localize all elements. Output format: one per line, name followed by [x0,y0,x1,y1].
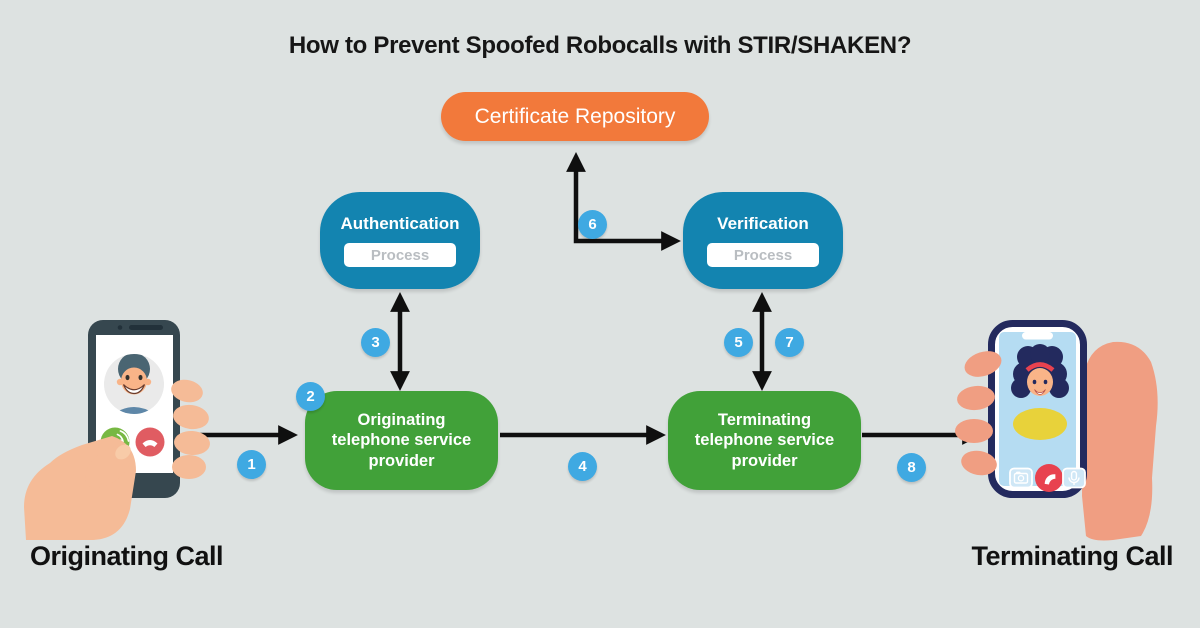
step-badge-5: 5 [724,328,753,357]
notch [1022,332,1053,340]
page-title: How to Prevent Spoofed Robocalls with ST… [288,32,912,59]
verification-node: Verification Process [683,192,843,289]
finger [957,385,995,411]
callee-avatar [1011,344,1069,440]
finger [961,450,997,476]
terminating-hand [955,320,1158,541]
certificate-repository-label: Certificate Repository [474,104,676,128]
speaker-icon [129,325,163,330]
authentication-title: Authentication [340,214,460,233]
camera-icon [1009,467,1033,489]
step-badge-8: 8 [897,453,926,482]
step-badge-1: 1 [237,450,266,479]
certificate-repository-node: Certificate Repository [441,92,709,141]
microphone-icon [1062,467,1086,489]
terminating-call-label: Terminating Call [971,541,1173,571]
verification-process-field: Process [707,243,819,267]
step-badge-6: 6 [578,210,607,239]
finger [173,404,209,430]
step-badge-7: 7 [775,328,804,357]
finger [955,419,993,443]
finger [964,351,1002,377]
originating-provider-label: Originating telephone service provider [331,411,472,470]
authentication-process-field: Process [344,243,456,267]
originating-hand [24,379,210,540]
hang-up-icon [1035,464,1063,492]
finger [171,379,203,403]
step-badge-3: 3 [361,328,390,357]
originating-phone-illustration [24,320,210,540]
originating-phone [88,320,180,498]
terminating-provider-node: Terminating telephone service provider [668,391,861,490]
finger [174,430,210,456]
finger [172,455,206,479]
step-badge-2: 2 [296,382,325,411]
decline-call-icon [135,427,165,457]
authentication-node: Authentication Process [320,192,480,289]
terminating-provider-label: Terminating telephone service provider [694,411,835,470]
step-badge-4: 4 [568,452,597,481]
originating-provider-node: Originating telephone service provider [305,391,498,490]
camera-dot-icon [117,325,123,330]
originating-call-label: Originating Call [30,541,224,571]
verification-process-label: Process [733,246,793,264]
terminating-phone [988,320,1087,498]
terminating-phone-illustration [955,320,1158,541]
verification-title: Verification [717,214,809,233]
authentication-process-label: Process [370,246,430,264]
